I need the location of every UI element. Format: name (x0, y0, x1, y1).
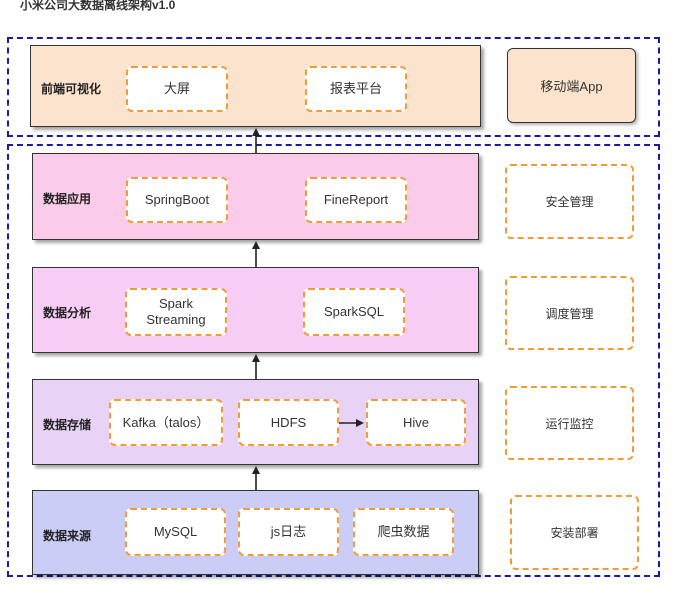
data-source-label: 数据来源 (43, 529, 92, 543)
hdfs-chip: HDFS (238, 399, 339, 446)
runtime-monitoring-box: 运行监控 (505, 386, 634, 460)
data-analysis-label: 数据分析 (43, 306, 92, 320)
js-log-chip: js日志 (238, 508, 339, 556)
mobile-app-box: 移动端App (507, 48, 636, 123)
security-management-box: 安全管理 (505, 164, 634, 239)
frontend-group (7, 37, 660, 137)
data-application-label: 数据应用 (43, 192, 92, 206)
sparksql-chip: SparkSQL (303, 288, 405, 336)
diagram-title: 小米公司大数据离线架构v1.0 (20, 0, 176, 12)
springboot-chip: SpringBoot (126, 177, 228, 223)
data-storage-label: 数据存储 (43, 418, 92, 432)
backend-group (7, 144, 660, 577)
scheduling-management-box: 调度管理 (505, 276, 634, 350)
big-screen-chip: 大屏 (126, 66, 228, 112)
installation-deployment-box: 安装部署 (510, 495, 639, 570)
crawler-data-chip: 爬虫数据 (353, 508, 454, 556)
mysql-chip: MySQL (125, 508, 226, 556)
hive-chip: Hive (366, 399, 466, 446)
frontend-layer-label: 前端可视化 (41, 82, 102, 96)
finereport-chip: FineReport (305, 177, 407, 223)
kafka-talos-chip: Kafka（talos） (109, 399, 223, 446)
report-platform-chip: 报表平台 (305, 66, 407, 112)
spark-streaming-chip: Spark Streaming (125, 288, 227, 336)
